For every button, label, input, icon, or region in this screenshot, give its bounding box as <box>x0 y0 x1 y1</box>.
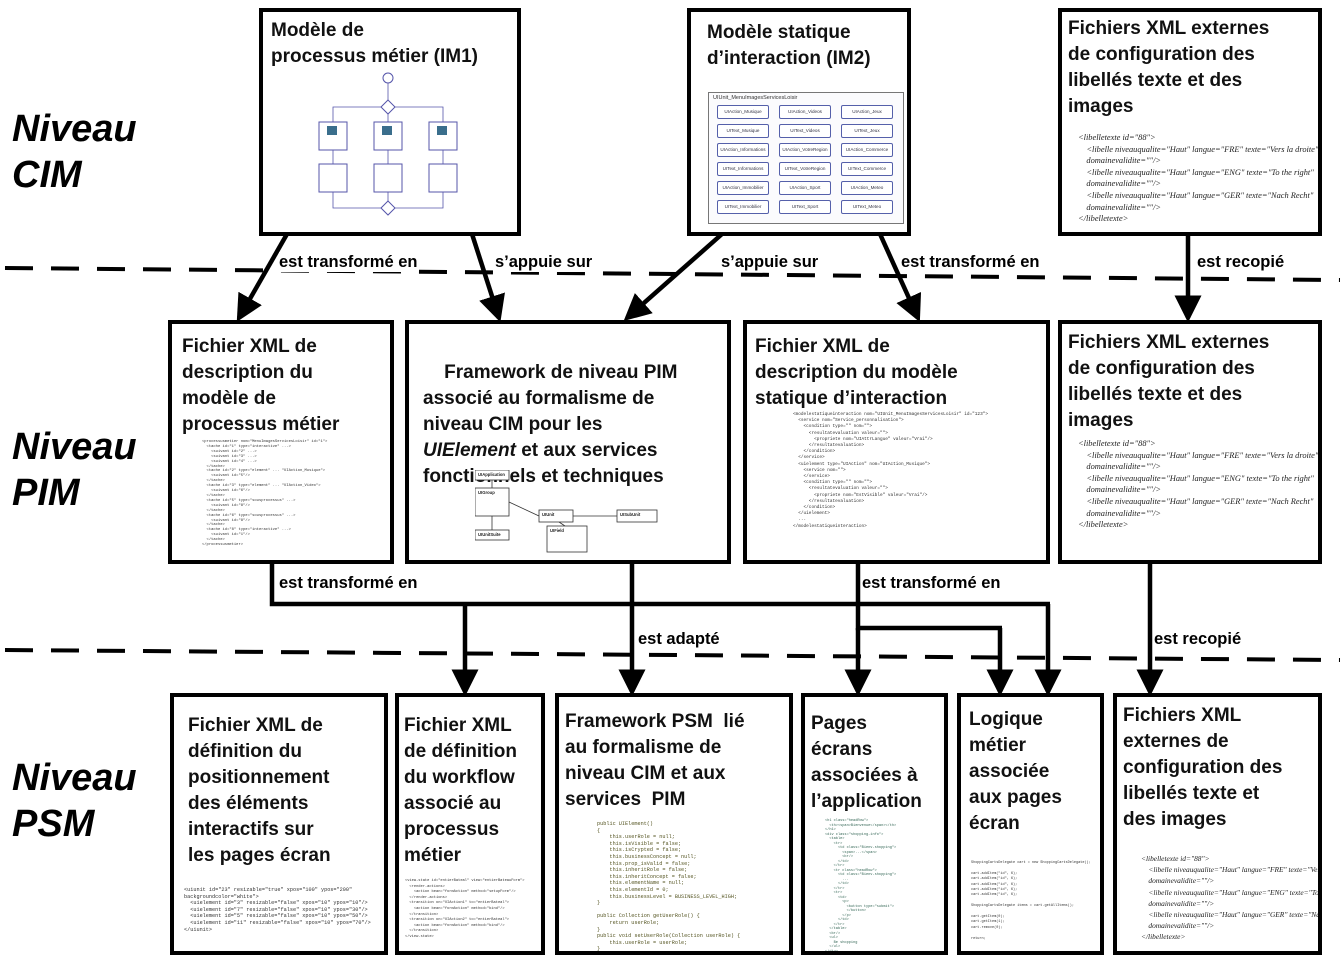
xml-ext-pim-snippet: <libelletexte id="88"> <libelle niveauqu… <box>1078 439 1319 530</box>
im2-ui-element: UIText_Musique <box>717 124 769 138</box>
box-xml-static-description: Fichier XML de description du modèle sta… <box>743 320 1050 564</box>
psm-pages-snippet: <h1 class="headRow"> <th><span>Bienvenue… <box>825 819 897 954</box>
uml-class-name: UIUnit <box>542 512 555 517</box>
im2-ui-element: UIText_Sport <box>779 200 831 214</box>
psm-xml-ext-title: Fichiers XML externes de configuration d… <box>1123 705 1283 830</box>
level-psm-label: Niveau PSM <box>12 757 137 845</box>
edge-label-framework-adapted: est adapté <box>638 629 720 649</box>
psm-pages-title: Pages écrans associées à l’application <box>811 713 922 812</box>
arrow-framework-relies-im2 <box>623 232 724 321</box>
xml-static-snippet: <modelestatiqueinteraction nom="UIUnit_M… <box>793 412 988 529</box>
edge-label-static-transformed: est transformé en <box>862 573 1001 593</box>
im2-ui-element: UIAction_Informations <box>717 143 769 157</box>
box-pim-framework: Framework de niveau PIM associé au forma… <box>405 320 731 564</box>
xml-ext-pim-title: Fichiers XML externes de configuration d… <box>1068 332 1270 431</box>
uml-class-name: UIUnitSuite <box>478 532 501 537</box>
uml-association <box>558 521 566 527</box>
uml-class-box <box>538 509 574 523</box>
xml-ext-cim-snippet: <libelletexte id="88"> <libelle niveauqu… <box>1078 133 1319 224</box>
im2-ui-element: UIAction_Sport <box>779 181 831 195</box>
psm-xml-ext-snippet: <libelletexte id="88"> <libelle niveauqu… <box>1141 854 1322 942</box>
bpmn-start-event <box>382 72 394 84</box>
im2-ui-element: UIText_Jeux <box>841 124 893 138</box>
im2-ui-element: UIAction_Commerce <box>841 143 893 157</box>
arrow-im1-to-xml-process <box>236 232 289 322</box>
psm-workflow-title: Fichier XML de définition du workflow as… <box>404 715 517 866</box>
box-psm-xml-ext: Fichiers XML externes de configuration d… <box>1113 693 1322 955</box>
bpmn-gateway-join <box>380 200 396 216</box>
im2-ui-element: UIText_Meteo <box>841 200 893 214</box>
psm-positions-snippet: <uiunit id="23" resizable="true" xpos="1… <box>184 887 371 933</box>
im2-ui-window: UIUnit_MenuImagesServicesLoisir UIAction… <box>708 92 904 224</box>
im2-ui-element: UIAction_Videos <box>779 105 831 119</box>
im2-ui-element: UIText_Informations <box>717 162 769 176</box>
box-psm-logic: Logique métier associée aux pages écran … <box>957 693 1104 955</box>
uml-class-box <box>546 525 588 553</box>
bpmn-subprocess-2 <box>373 163 403 193</box>
box-xml-process-description: Fichier XML de description du modèle de … <box>168 320 394 564</box>
im1-bpmn-diagram <box>318 72 458 216</box>
psm-framework-title: Framework PSM lié au formalisme de nivea… <box>565 711 745 810</box>
box-psm-workflow: Fichier XML de définition du workflow as… <box>395 693 545 955</box>
im2-ui-element: UIAction_Meteo <box>841 181 893 195</box>
uml-class-box <box>475 487 510 517</box>
edge-label-im1-relies: s’appuie sur <box>495 252 593 272</box>
uml-class-name: UIGroup <box>478 490 495 495</box>
box-im2-static-interaction: Modèle statique d’interaction (IM2) UIUn… <box>687 8 911 236</box>
xml-process-snippet: <processusmetier nom="MenuImagesServices… <box>202 440 328 548</box>
box-psm-positions: Fichier XML de définition du positionnem… <box>170 693 388 955</box>
box-psm-pages: Pages écrans associées à l’application <… <box>801 693 948 955</box>
edge-label-ext-copied-cim: est recopié <box>1197 252 1285 272</box>
pim-framework-uielement: UIElement <box>423 440 516 461</box>
edge-label-im1-transformed: est transformé en <box>279 252 418 272</box>
box-psm-framework: Framework PSM lié au formalisme de nivea… <box>555 693 793 955</box>
im1-title: Modèle de processus métier (IM1) <box>271 20 478 67</box>
im2-title: Modèle statique d’interaction (IM2) <box>707 22 871 69</box>
uml-class-name: UIField <box>550 528 564 533</box>
psm-framework-snippet: public UIElement() { this.userRole = nul… <box>597 821 741 953</box>
im2-window-title: UIUnit_MenuImagesServicesLoisir <box>713 95 798 101</box>
bpmn-subprocess-3 <box>428 163 458 193</box>
box-xml-ext-cim: Fichiers XML externes de configuration d… <box>1058 8 1322 236</box>
xml-ext-cim-title: Fichiers XML externes de configuration d… <box>1068 18 1270 117</box>
edge-label-im2-relies: s’appuie sur <box>721 252 819 272</box>
edge-label-process-transformed: est transformé en <box>279 573 418 593</box>
uml-class-box <box>475 470 510 481</box>
edge-label-im2-transformed: est transformé en <box>901 252 1040 272</box>
uml-class-box <box>475 529 510 541</box>
level-cim-label: Niveau CIM <box>12 108 137 196</box>
xml-static-title: Fichier XML de description du modèle sta… <box>755 336 958 409</box>
psm-logic-snippet: ShoppingCartsDelegate cart = new Shoppin… <box>971 861 1091 941</box>
im2-ui-element: UIText_Immobilier <box>717 200 769 214</box>
edge-label-ext-copied-pim: est recopié <box>1154 629 1242 649</box>
uml-association <box>508 501 540 517</box>
im2-ui-element: UIAction_Musique <box>717 105 769 119</box>
psm-positions-title: Fichier XML de définition du positionnem… <box>188 715 331 866</box>
separator-cim-pim <box>4 266 1341 282</box>
uml-class-name: UIApplication <box>478 472 505 477</box>
uml-class-name: UISubUnit <box>620 512 641 517</box>
uml-class-box <box>616 509 658 523</box>
im2-ui-element: UIAction_Immobilier <box>717 181 769 195</box>
level-pim-label: Niveau PIM <box>12 426 137 514</box>
im2-ui-element: UIText_Videos <box>779 124 831 138</box>
line-xml-process-bus <box>269 560 1050 607</box>
im2-ui-element: UIText_VotreRegion <box>779 162 831 176</box>
arrow-framework-relies-im1 <box>469 233 505 323</box>
im2-ui-element: UIText_Commerce <box>841 162 893 176</box>
im2-ui-element: UIAction_VotreRegion <box>779 143 831 157</box>
arrow-im2-to-xml-static <box>877 233 922 323</box>
separator-pim-psm <box>4 648 1341 662</box>
box-im1-business-process: Modèle de processus métier (IM1) <box>259 8 521 236</box>
psm-workflow-snippet: <view-state id="entierBateal" view="enti… <box>405 879 525 939</box>
box-xml-ext-pim: Fichiers XML externes de configuration d… <box>1058 320 1322 564</box>
bpmn-subprocess-1 <box>318 163 348 193</box>
bpmn-gateway-split <box>380 99 396 115</box>
psm-logic-title: Logique métier associée aux pages écran <box>969 709 1062 834</box>
xml-process-title: Fichier XML de description du modèle de … <box>182 336 340 435</box>
im2-ui-element: UIAction_Jeux <box>841 105 893 119</box>
